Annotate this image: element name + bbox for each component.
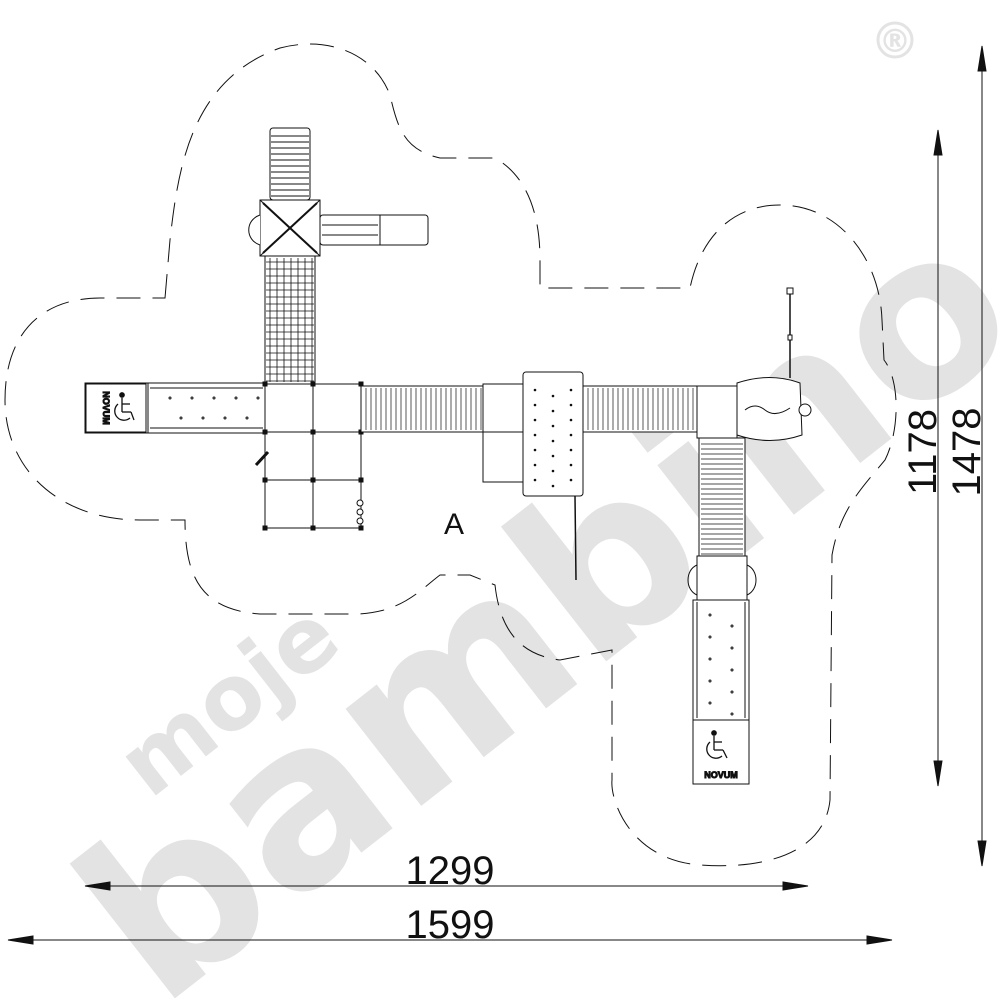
registered-mark-circle — [876, 21, 914, 59]
tower-side-slide — [319, 214, 429, 246]
panel-bolt — [533, 433, 537, 437]
tower-roof — [248, 199, 321, 257]
playground-structure: NOVUM — [84, 127, 812, 785]
ramp-bolt — [256, 396, 260, 400]
panel-bolt — [533, 463, 537, 467]
ramp-bolt — [179, 416, 183, 420]
deck-post — [310, 525, 316, 531]
round-roof — [736, 287, 812, 441]
bottom-entry-label: NOVUM — [704, 770, 738, 780]
deck-post — [262, 429, 268, 435]
watermark-brand-large: bambino — [32, 169, 1000, 1000]
connector-platform — [482, 383, 524, 433]
dimension-lines — [7, 45, 987, 945]
lower-landing — [687, 555, 757, 601]
panel-bolt — [551, 454, 555, 458]
ramp-bolt — [708, 701, 712, 705]
panel-bolt — [551, 424, 555, 428]
deck-post — [358, 381, 364, 387]
ramp-bolt — [730, 668, 734, 672]
ramp-bolt — [708, 657, 712, 661]
inner-width-label: 1299 — [406, 849, 495, 893]
deck-post — [358, 477, 364, 483]
ramp-bolt — [234, 396, 238, 400]
corner-platform — [696, 385, 738, 439]
slatted-bridge-right — [582, 385, 698, 433]
panel-bolt — [551, 469, 555, 473]
panel-bolt — [551, 409, 555, 413]
net-ramp — [264, 255, 316, 385]
ramp-bolt — [730, 624, 734, 628]
panel-bolt — [533, 448, 537, 452]
ramp-bolt — [201, 416, 205, 420]
ramp-bolt — [708, 635, 712, 639]
ramp-bolt — [730, 690, 734, 694]
central-panel — [522, 371, 584, 581]
inner-height-label: 1178 — [901, 409, 945, 495]
panel-bolt — [569, 388, 573, 392]
left-entry-label: NOVUM — [101, 391, 111, 425]
main-deck-grid — [254, 381, 364, 531]
ramp-bolt — [730, 646, 734, 650]
panel-bolt — [533, 478, 537, 482]
wheelchair-icon — [706, 730, 728, 759]
lower-connector — [482, 431, 524, 483]
panel-bolt — [569, 463, 573, 467]
panel-bolt — [551, 439, 555, 443]
panel-bolt — [533, 388, 537, 392]
wheelchair-icon — [114, 392, 135, 421]
ramp-bolt — [212, 396, 216, 400]
ramp-bolt — [223, 416, 227, 420]
left-entry-panel: NOVUM — [85, 383, 147, 433]
ramp-bolt — [168, 396, 172, 400]
safety-zone-outline — [4, 43, 897, 867]
deck-post — [262, 525, 268, 531]
deck-post — [310, 429, 316, 435]
registered-mark: ® — [879, 22, 911, 60]
bottom-entry-panel: NOVUM — [692, 719, 750, 785]
panel-bolt — [569, 433, 573, 437]
deck-post — [310, 477, 316, 483]
panel-bolt — [569, 418, 573, 422]
ramp-bolt — [190, 396, 194, 400]
panel-bolt — [569, 448, 573, 452]
slatted-bridge-left — [360, 385, 484, 433]
ramp-bolt — [708, 613, 712, 617]
panel-bolt — [533, 418, 537, 422]
ramp-bolt — [730, 712, 734, 716]
zone-label: A — [444, 508, 464, 541]
ramp-bolt — [245, 416, 249, 420]
outer-width-label: 1599 — [406, 903, 495, 947]
slatted-ramp-vertical — [698, 437, 746, 557]
top-stair — [269, 127, 311, 201]
panel-bolt — [551, 484, 555, 488]
deck-post — [358, 525, 364, 531]
deck-post — [262, 381, 268, 387]
outer-height-label: 1478 — [945, 408, 989, 497]
panel-bolt — [569, 403, 573, 407]
ramp-bolt — [708, 679, 712, 683]
watermark: moje bambino ® — [32, 21, 1000, 1005]
panel-bolt — [569, 478, 573, 482]
panel-bolt — [533, 403, 537, 407]
deck-post — [310, 381, 316, 387]
deck-post — [262, 477, 268, 483]
panel-bolt — [551, 394, 555, 398]
